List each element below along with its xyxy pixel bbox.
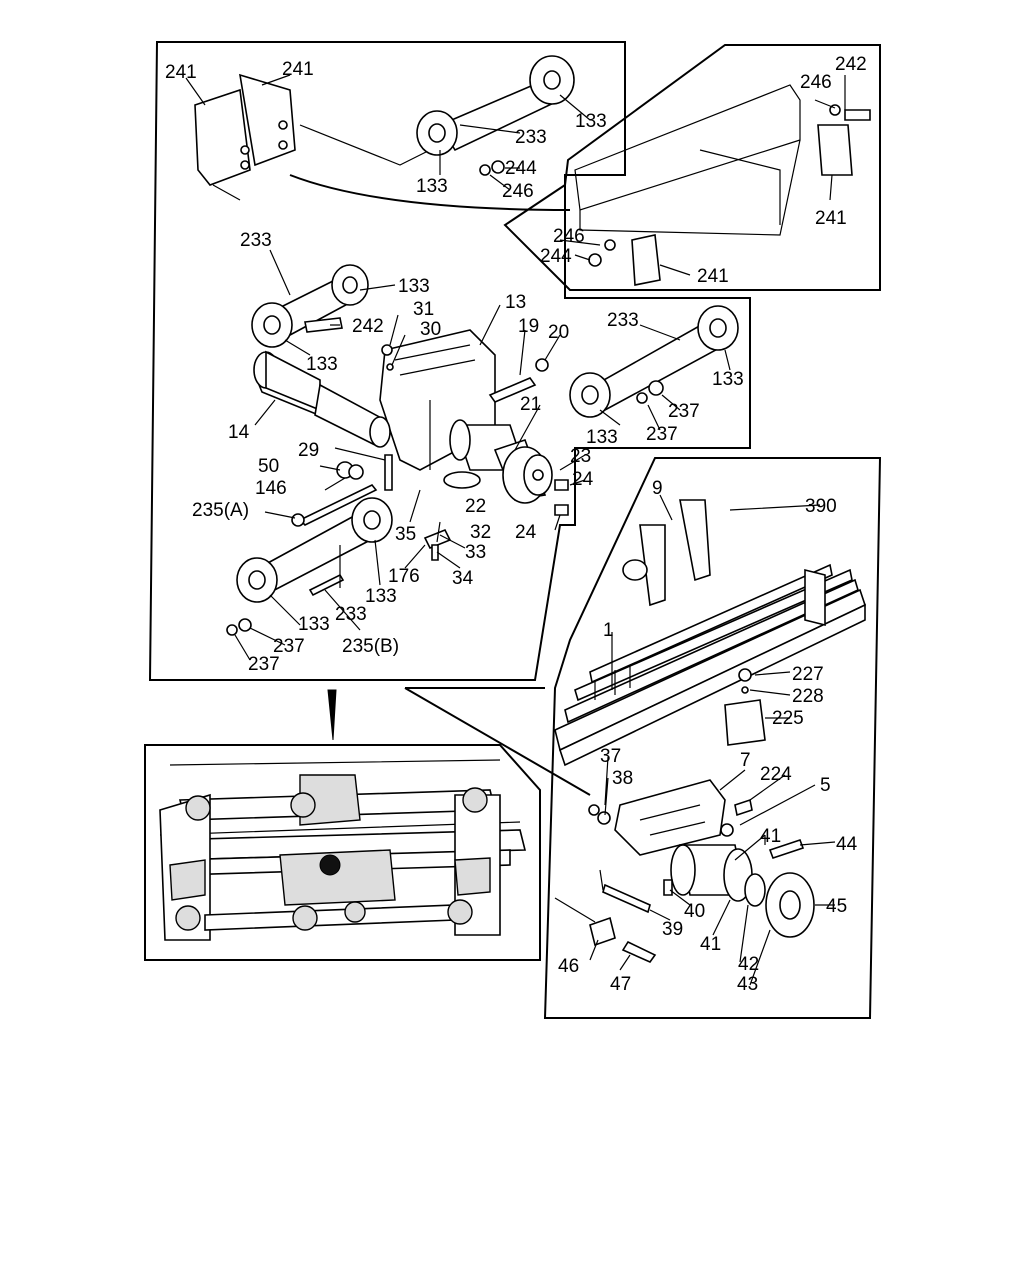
- callout-133-f: 133: [586, 427, 618, 448]
- callout-237-b: 237: [646, 424, 678, 445]
- callout-20: 20: [548, 322, 569, 343]
- callout-176: 176: [388, 566, 420, 587]
- callout-133-d: 133: [306, 354, 338, 375]
- assembled-view: [159, 759, 527, 941]
- callout-246-c: 246: [553, 226, 585, 247]
- callout-246-b: 246: [502, 181, 534, 202]
- torque-rods-middle: [251, 264, 739, 418]
- callout-43: 43: [737, 974, 758, 995]
- callout-233-b: 233: [240, 230, 272, 251]
- callout-38: 38: [612, 768, 633, 789]
- callout-33: 33: [465, 542, 486, 563]
- callout-224: 224: [760, 764, 792, 785]
- callout-5: 5: [820, 775, 831, 796]
- callout-44: 44: [836, 834, 858, 855]
- callout-235b: 235(B): [342, 636, 399, 657]
- callout-39: 39: [662, 919, 683, 940]
- callout-14: 14: [228, 422, 250, 443]
- callout-23: 23: [570, 446, 591, 467]
- callout-29: 29: [298, 440, 319, 461]
- callout-9: 9: [652, 478, 663, 499]
- trunnion-bracket: [379, 329, 569, 516]
- callout-241-c: 241: [815, 208, 847, 229]
- callout-241-d: 241: [697, 266, 729, 287]
- panel-frames: [144, 41, 882, 1019]
- callout-7: 7: [740, 750, 751, 771]
- torque-rod-upper: [416, 55, 575, 176]
- callout-133-a: 133: [575, 111, 607, 132]
- torque-rods-lower: [226, 454, 452, 636]
- callout-1: 1: [603, 620, 614, 641]
- callout-233-c: 233: [607, 310, 639, 331]
- callout-133-g: 133: [365, 586, 397, 607]
- callout-37: 37: [600, 746, 621, 767]
- callout-390: 390: [805, 496, 837, 517]
- callout-30: 30: [420, 319, 441, 340]
- callout-24-b: 24: [515, 522, 537, 543]
- callout-241-a: 241: [165, 62, 197, 83]
- callout-22: 22: [465, 496, 486, 517]
- frame-rail: [574, 84, 871, 286]
- callout-237-d: 237: [248, 654, 280, 675]
- callout-244-a: 244: [505, 158, 537, 179]
- callout-35: 35: [395, 524, 416, 545]
- callout-133-c: 133: [398, 276, 430, 297]
- callout-242-a: 242: [835, 54, 867, 75]
- callout-133-b: 133: [416, 176, 448, 197]
- callout-228: 228: [792, 686, 824, 707]
- callout-237-c: 237: [273, 636, 305, 657]
- callout-21: 21: [520, 394, 541, 415]
- callout-146: 146: [255, 478, 287, 499]
- callout-227: 227: [792, 664, 824, 685]
- callout-34: 34: [452, 568, 474, 589]
- callout-246-a: 246: [800, 72, 832, 93]
- callout-244-b: 244: [540, 246, 572, 267]
- callout-133-e: 133: [712, 369, 744, 390]
- callout-133-h: 133: [298, 614, 330, 635]
- callout-237-a: 237: [668, 401, 700, 422]
- hub-assembly: [588, 779, 815, 963]
- callout-31: 31: [413, 299, 434, 320]
- callout-42: 42: [738, 954, 759, 975]
- callout-241-b: 241: [282, 59, 314, 80]
- callout-233-a: 233: [515, 127, 547, 148]
- callout-45: 45: [826, 896, 847, 917]
- callout-50: 50: [258, 456, 279, 477]
- callout-225: 225: [772, 708, 804, 729]
- callout-47: 47: [610, 974, 631, 995]
- callout-46: 46: [558, 956, 579, 977]
- leaf-spring-assembly: [554, 499, 866, 767]
- leader-lines: [185, 74, 846, 986]
- callout-242-b: 242: [352, 316, 384, 337]
- shaft-14: [253, 350, 391, 448]
- callout-labels: 241 241 242 246 133 233 244 133 246 241 …: [165, 54, 867, 995]
- bracket-241-left: [194, 73, 441, 201]
- callout-233-d: 233: [335, 604, 367, 625]
- callout-32: 32: [470, 522, 491, 543]
- callout-235a: 235(A): [192, 500, 249, 521]
- callout-40: 40: [684, 901, 705, 922]
- callout-41-b: 41: [700, 934, 721, 955]
- callout-41-a: 41: [760, 826, 781, 847]
- callout-24-a: 24: [572, 469, 594, 490]
- callout-19: 19: [518, 316, 539, 337]
- callout-13: 13: [505, 292, 526, 313]
